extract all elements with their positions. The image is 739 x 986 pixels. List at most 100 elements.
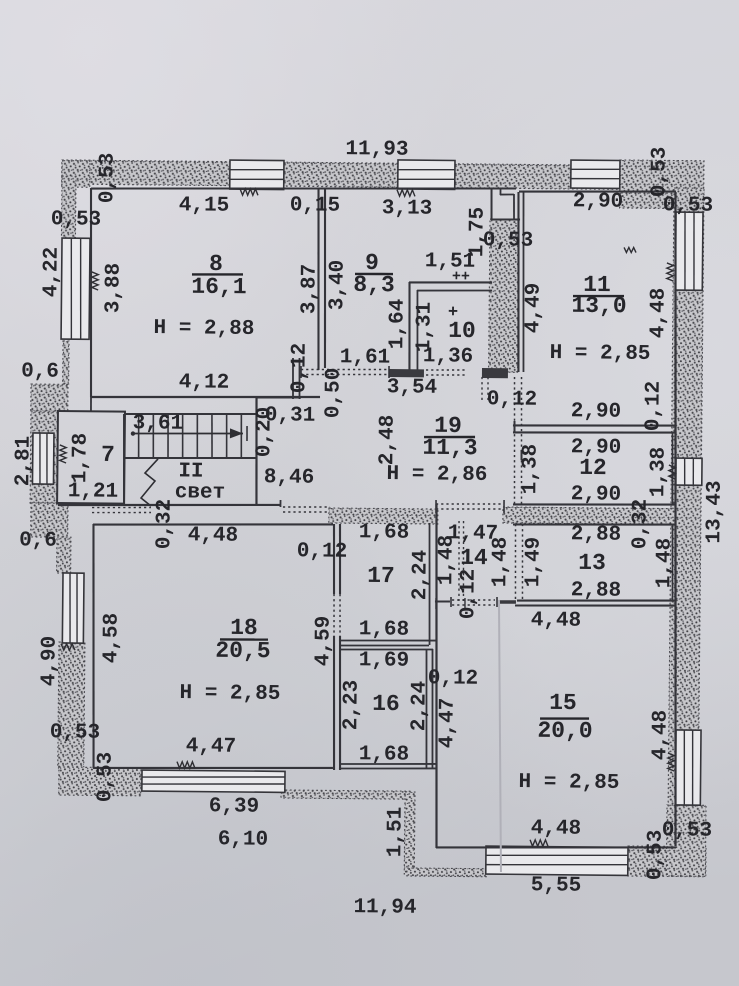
svg-text:0,53: 0,53 [483,229,534,252]
svg-text:14: 14 [460,545,488,571]
svg-text:1,78: 1,78 [69,433,92,484]
svg-text:1,64: 1,64 [386,299,409,350]
svg-text:0,53: 0,53 [662,819,713,842]
svg-text:1,48: 1,48 [489,537,512,588]
svg-text:4,15: 4,15 [179,194,230,217]
svg-text:++: ++ [452,268,470,285]
svg-text:2,24: 2,24 [408,681,431,732]
svg-text:8,3: 8,3 [353,272,395,298]
svg-text:4,58: 4,58 [100,613,123,664]
svg-text:18: 18 [230,615,258,641]
svg-text:1,38: 1,38 [647,447,670,498]
svg-text:0,53: 0,53 [648,147,671,198]
svg-text:13,43: 13,43 [703,480,727,543]
svg-text:3,13: 3,13 [382,197,433,220]
svg-text:2,88: 2,88 [571,523,622,546]
svg-text:1,51: 1,51 [425,250,476,273]
svg-text:2,23: 2,23 [340,680,363,731]
svg-text:4,48: 4,48 [647,288,670,339]
svg-text:2,24: 2,24 [409,550,432,601]
svg-text:свет: свет [175,481,226,504]
svg-text:5,55: 5,55 [531,874,582,897]
svg-text:0,12: 0,12 [297,540,348,563]
svg-text:1,47: 1,47 [448,522,499,545]
svg-text:6,39: 6,39 [209,795,260,818]
svg-text:17: 17 [367,563,395,589]
svg-text:0,53: 0,53 [96,153,119,204]
svg-text:0,12: 0,12 [642,381,665,432]
svg-text:0,53: 0,53 [51,208,102,231]
svg-text:2,90: 2,90 [571,483,622,506]
svg-text:+: + [448,303,458,322]
svg-text:0,12: 0,12 [457,569,480,620]
svg-text:4,22: 4,22 [40,247,63,298]
svg-text:19: 19 [434,413,462,439]
svg-text:20,0: 20,0 [537,718,592,745]
svg-text:8,46: 8,46 [264,466,315,489]
svg-text:4,47: 4,47 [436,698,459,749]
svg-text:3,54: 3,54 [387,376,438,399]
svg-text:Н = 2,85: Н = 2,85 [519,771,620,795]
svg-text:2,88: 2,88 [571,579,622,602]
svg-text:1,38: 1,38 [519,444,542,495]
svg-text:3,61: 3,61 [133,412,184,435]
svg-text:0,32: 0,32 [153,499,176,550]
svg-text:4,48: 4,48 [531,817,582,840]
svg-text:1,75: 1,75 [466,207,489,258]
svg-text:7: 7 [101,442,115,468]
svg-text:10: 10 [448,318,476,344]
svg-text:1,31: 1,31 [413,302,436,353]
svg-text:0,50: 0,50 [322,368,345,419]
svg-text:0,12: 0,12 [288,343,311,394]
svg-text:4,48: 4,48 [531,609,582,632]
svg-text:0,53: 0,53 [94,752,117,803]
svg-text:15: 15 [549,690,577,716]
svg-text:4,49: 4,49 [522,283,545,334]
svg-text:13: 13 [578,550,606,576]
svg-text:4,90: 4,90 [38,636,61,687]
svg-text:3,87: 3,87 [298,264,321,315]
svg-text:1,48: 1,48 [653,538,676,589]
svg-text:1,61: 1,61 [340,346,391,369]
svg-text:Н = 2,86: Н = 2,86 [386,463,487,487]
svg-text:13,0: 13,0 [571,293,626,320]
svg-text:1,68: 1,68 [359,743,410,766]
svg-text:0,53: 0,53 [50,721,101,744]
svg-text:Н = 2,85: Н = 2,85 [179,682,280,706]
svg-text:2,90: 2,90 [573,190,624,213]
svg-text:0,12: 0,12 [428,667,479,690]
svg-text:11,94: 11,94 [353,896,416,920]
svg-text:4,48: 4,48 [188,524,239,547]
svg-text:6,10: 6,10 [218,828,269,851]
svg-text:11,3: 11,3 [422,435,477,462]
svg-text:4,48: 4,48 [649,710,672,761]
svg-text:1,49: 1,49 [522,537,545,588]
svg-text:1,68: 1,68 [359,521,410,544]
svg-text:4,47: 4,47 [186,735,237,758]
svg-text:0,53: 0,53 [644,830,667,881]
svg-text:1,51: 1,51 [384,807,407,858]
svg-text:1,69: 1,69 [359,649,410,672]
svg-text:Н = 2,88: Н = 2,88 [153,317,254,341]
svg-text:2,48: 2,48 [376,415,399,466]
svg-text:2,90: 2,90 [571,400,622,423]
svg-text:16,1: 16,1 [191,274,246,301]
svg-text:2,90: 2,90 [571,436,622,459]
svg-text:12: 12 [579,455,607,481]
svg-text:1,21: 1,21 [68,480,119,503]
svg-text:Н = 2,85: Н = 2,85 [550,342,651,366]
svg-text:0,31: 0,31 [265,404,316,427]
svg-text:4,12: 4,12 [179,371,230,394]
svg-text:1,48: 1,48 [435,535,458,586]
svg-text:1,68: 1,68 [359,618,410,641]
svg-text:11: 11 [583,272,611,298]
svg-text:0,20: 0,20 [253,407,276,458]
svg-text:0,53: 0,53 [663,194,714,217]
svg-text:9: 9 [365,250,379,276]
svg-text:16: 16 [372,691,400,717]
svg-text:3,88: 3,88 [102,263,125,314]
svg-text:2,81: 2,81 [12,436,35,487]
svg-text:II: II [178,460,203,483]
svg-text:20,5: 20,5 [215,638,270,665]
svg-text:4,59: 4,59 [312,616,335,667]
